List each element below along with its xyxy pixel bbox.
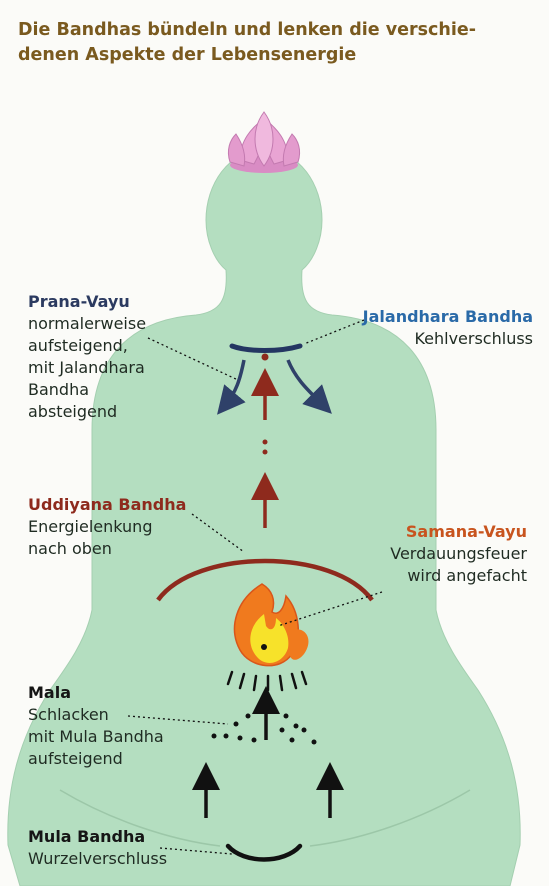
prana-vayu-line-3: mit Jalandhara bbox=[28, 357, 146, 379]
uddiyana-line-2: nach oben bbox=[28, 538, 186, 560]
title-line-1: Die Bandhas bündeln und lenken die versc… bbox=[18, 18, 488, 43]
throat-dot bbox=[262, 354, 269, 361]
energy-dot-1 bbox=[263, 440, 268, 445]
page-title: Die Bandhas bündeln und lenken die versc… bbox=[18, 18, 488, 68]
label-samana-vayu: Samana-Vayu Verdauungsfeuer wird angefac… bbox=[390, 521, 527, 587]
mula-line-1: Wurzelverschluss bbox=[28, 848, 167, 870]
prana-vayu-line-4: Bandha bbox=[28, 379, 146, 401]
prana-vayu-line-2: aufsteigend, bbox=[28, 335, 146, 357]
label-mula-bandha: Mula Bandha Wurzelverschluss bbox=[28, 826, 167, 870]
lotus-icon bbox=[228, 112, 299, 173]
mala-line-3: aufsteigend bbox=[28, 748, 164, 770]
jalandhara-line-1: Kehlverschluss bbox=[363, 328, 533, 350]
label-mala: Mala Schlacken mit Mula Bandha aufsteige… bbox=[28, 682, 164, 770]
samana-heading: Samana-Vayu bbox=[390, 521, 527, 543]
prana-vayu-heading: Prana-Vayu bbox=[28, 291, 146, 313]
uddiyana-line-1: Energielenkung bbox=[28, 516, 186, 538]
samana-line-1: Verdauungsfeuer bbox=[390, 543, 527, 565]
prana-vayu-line-1: normalerweise bbox=[28, 313, 146, 335]
mala-heading: Mala bbox=[28, 682, 164, 704]
title-line-2: denen Aspekte der Lebensenergie bbox=[18, 43, 488, 68]
mula-heading: Mula Bandha bbox=[28, 826, 167, 848]
label-uddiyana-bandha: Uddiyana Bandha Energielenkung nach oben bbox=[28, 494, 186, 560]
jalandhara-heading: Jalandhara Bandha bbox=[363, 306, 533, 328]
prana-vayu-line-5: absteigend bbox=[28, 401, 146, 423]
mala-line-1: Schlacken bbox=[28, 704, 164, 726]
samana-line-2: wird angefacht bbox=[390, 565, 527, 587]
label-jalandhara-bandha: Jalandhara Bandha Kehlverschluss bbox=[363, 306, 533, 350]
label-prana-vayu: Prana-Vayu normalerweise aufsteigend, mi… bbox=[28, 291, 146, 423]
mala-line-2: mit Mula Bandha bbox=[28, 726, 164, 748]
energy-dot-2 bbox=[263, 450, 268, 455]
uddiyana-heading: Uddiyana Bandha bbox=[28, 494, 186, 516]
